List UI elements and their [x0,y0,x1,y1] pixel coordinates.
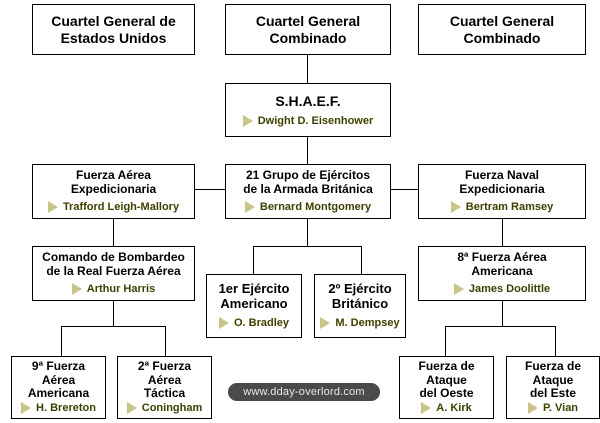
army-group-title: 21 Grupo de Ejércitos de la Armada Britá… [243,168,373,197]
us-first-army-box: 1er Ejército Americano O. Bradley [206,274,302,338]
connector-hq-shaef [307,54,308,83]
arrow-icon [421,402,432,415]
connector-air-bomber [113,218,114,247]
naval-force-commander: Bertram Ramsey [450,200,554,214]
arrow-icon [126,402,137,415]
british-second-army-commander: M. Dempsey [320,317,400,330]
air-force-box: Fuerza Aérea Expedicionaria Trafford Lei… [32,164,195,219]
western-task-force-box: Fuerza de Ataque del Oeste A. Kirk [399,356,494,419]
shaef-commander-name: Dwight D. Eisenhower [257,114,374,127]
arrow-icon [21,402,32,415]
combined-hq-right-box: Cuartel General Combinado [418,4,586,55]
naval-force-commander-name: Bertram Ramsey [465,200,554,213]
shaef-commander: Dwight D. Eisenhower [242,114,374,128]
connector-bomber-down [113,300,114,326]
bomber-command-commander: Arthur Harris [71,282,156,296]
eastern-task-force-box: Fuerza de Ataque del Este P. Vian [506,356,600,419]
eighth-air-force-commander-name: James Doolittle [468,282,551,295]
connector-8th-west [445,326,446,356]
connector-army-us [253,246,254,274]
eastern-task-force-title: Fuerza de Ataque del Este [524,359,581,400]
air-force-commander: Trafford Leigh-Mallory [47,200,180,214]
connector-army-naval [390,189,418,190]
us-first-army-commander: O. Bradley [218,317,290,330]
air-force-commander-name: Trafford Leigh-Mallory [62,200,180,213]
eastern-task-force-commander-name: P. Vian [542,401,579,414]
ninth-air-force-commander-name: H. Brereton [36,401,96,414]
arrow-icon [320,317,331,330]
combined-hq-center-title: Cuartel General Combinado [255,13,361,46]
connector-8th-east [555,326,556,356]
eighth-air-force-box: 8ª Fuerza Aérea Americana James Doolittl… [418,246,586,301]
us-first-army-commander-name: O. Bradley [233,317,290,330]
arrow-icon [47,201,58,214]
eighth-air-force-commander: James Doolittle [453,282,551,296]
connector-bomber-9th [61,326,62,356]
ninth-air-force-box: 9ª Fuerza Aérea Americana H. Brereton [11,356,106,419]
western-task-force-commander: A. Kirk [421,401,472,415]
bomber-command-box: Comando de Bombardeo de la Real Fuerza A… [32,246,195,301]
british-second-army-box: 2º Ejército Británico M. Dempsey [314,274,406,338]
connector-naval-8th [502,218,503,247]
british-second-army-title: 2º Ejército Británico [328,281,392,312]
arrow-icon [453,283,464,296]
connector-army-brit [361,246,362,274]
connector-army-down [307,218,308,246]
arrow-icon [527,402,538,415]
eighth-air-force-title: 8ª Fuerza Aérea Americana [457,250,547,279]
western-task-force-title: Fuerza de Ataque del Oeste [418,359,475,400]
connector-shaef-army [307,136,308,164]
shaef-box: S.H.A.E.F. Dwight D. Eisenhower [225,83,391,137]
western-task-force-commander-name: A. Kirk [436,401,472,414]
bomber-command-commander-name: Arthur Harris [86,282,156,295]
arrow-icon [244,201,255,214]
naval-force-title: Fuerza Naval Expedicionaria [459,168,545,197]
shaef-title: S.H.A.E.F. [275,92,341,109]
connector-bomber-2nd [165,326,166,356]
british-second-army-commander-name: M. Dempsey [335,317,400,330]
naval-force-box: Fuerza Naval Expedicionaria Bertram Rams… [418,164,586,219]
us-hq-title: Cuartel General de Estados Unidos [51,13,176,46]
air-force-title: Fuerza Aérea Expedicionaria [70,168,157,197]
combined-hq-right-title: Cuartel General Combinado [449,13,555,46]
tactical-air-force-commander-name: Coningham [141,401,203,414]
ninth-air-force-title: 9ª Fuerza Aérea Americana [27,359,90,400]
tactical-air-force-box: 2ª Fuerza Aérea Táctica Coningham [117,356,212,419]
us-first-army-title: 1er Ejército Americano [218,281,290,312]
connector-army-split [253,246,362,247]
watermark-text: www.dday-overlord.com [243,386,365,398]
ninth-air-force-commander: H. Brereton [21,402,96,415]
us-hq-box: Cuartel General de Estados Unidos [32,4,195,55]
army-group-commander-name: Bernard Montgomery [259,200,372,213]
connector-air-army [194,189,225,190]
bomber-command-title: Comando de Bombardeo de la Real Fuerza A… [42,250,185,279]
army-group-commander: Bernard Montgomery [244,200,372,214]
connector-8th-split [445,326,556,327]
connector-bomber-split [61,326,166,327]
tactical-air-force-commander: Coningham [126,401,203,415]
combined-hq-center-box: Cuartel General Combinado [225,4,391,55]
army-group-box: 21 Grupo de Ejércitos de la Armada Britá… [225,164,391,219]
connector-8th-down [502,300,503,326]
arrow-icon [218,317,229,330]
arrow-icon [242,115,253,128]
arrow-icon [450,201,461,214]
arrow-icon [71,283,82,296]
eastern-task-force-commander: P. Vian [527,401,579,415]
watermark-badge: www.dday-overlord.com [228,383,380,401]
tactical-air-force-title: 2ª Fuerza Aérea Táctica [137,359,192,400]
